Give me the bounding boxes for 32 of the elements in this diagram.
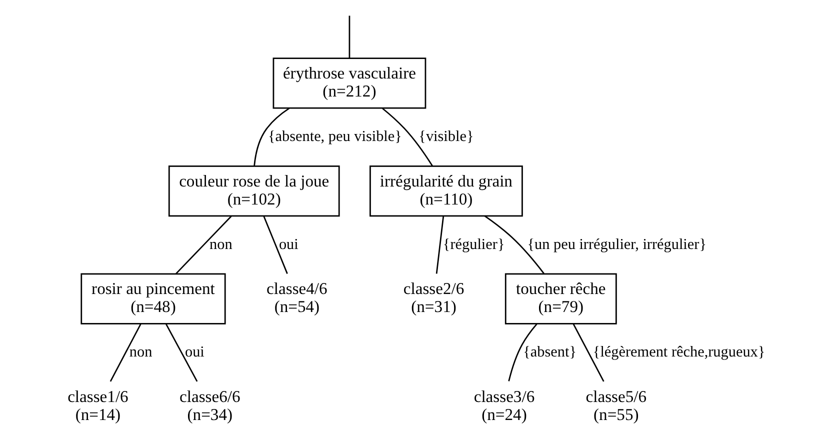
- edge-label: oui: [184, 343, 204, 360]
- node-box: toucher rêche (n=79): [504, 272, 616, 324]
- connector: [508, 323, 537, 381]
- connector: [262, 215, 288, 274]
- node-box: rosir au pincement (n=48): [80, 272, 226, 324]
- edge-label: {un peu irrégulier, irrégulier}: [526, 235, 706, 252]
- node-text: classe4/6 (n=54): [266, 278, 327, 316]
- edge-label: non: [128, 343, 152, 360]
- node-box: irrégularité du grain (n=110): [369, 164, 522, 216]
- connector: [164, 323, 198, 382]
- connector: [109, 323, 141, 382]
- edge-label: {régulier}: [442, 235, 504, 252]
- edge-label: oui: [278, 235, 298, 252]
- node-box: couleur rose de la joue (n=102): [168, 164, 340, 216]
- node-box: érythrose vasculaire (n=212): [272, 57, 426, 108]
- connector: [572, 323, 604, 382]
- node-text: classe2/6 (n=31): [402, 278, 464, 316]
- node-text: classe6/6 (n=34): [179, 386, 240, 424]
- edge-label: {absent}: [522, 343, 576, 360]
- connector: [435, 216, 444, 274]
- connector: [175, 215, 232, 274]
- connector: [253, 107, 290, 166]
- edge-label: non: [209, 235, 232, 252]
- node-text: classe3/6 (n=24): [473, 386, 534, 424]
- edge-label: {absente, peu visible}: [267, 128, 402, 144]
- edge-label: {visible}: [418, 128, 474, 144]
- connector: [348, 15, 350, 58]
- connector: [382, 107, 432, 166]
- connector: [484, 214, 544, 274]
- edge-label: {légèrement rêche,rugueux}: [592, 343, 765, 360]
- node-text: classe1/6 (n=14): [67, 386, 128, 424]
- node-text: classe5/6 (n=55): [585, 386, 646, 424]
